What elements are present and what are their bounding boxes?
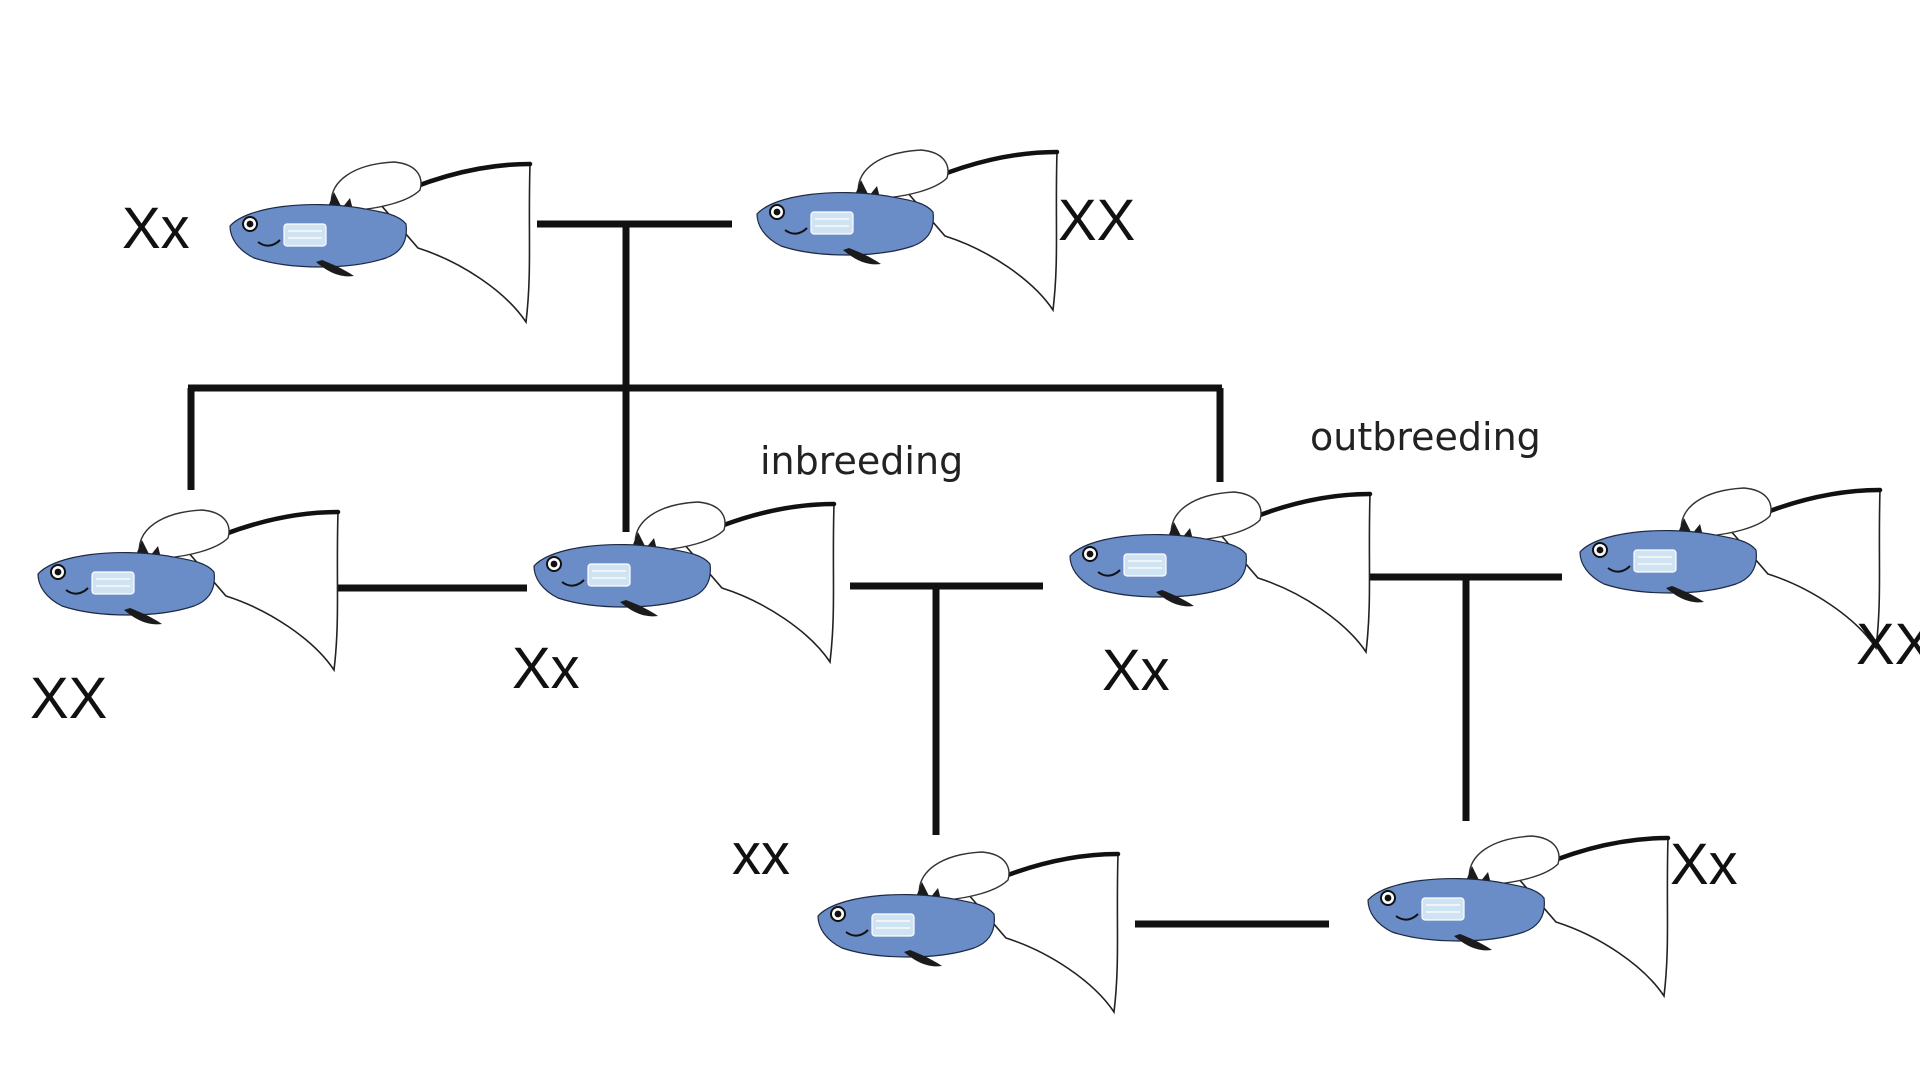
guppy-fish-icon <box>1070 492 1370 652</box>
guppy-fish-icon <box>230 162 530 322</box>
genotype-outbred-offspring: Xx <box>1670 832 1738 897</box>
guppy-fish-icon <box>818 852 1118 1012</box>
genotype-offspring-3: Xx <box>1102 638 1170 703</box>
guppy-fish-icon <box>1368 836 1668 996</box>
guppy-fish-icon <box>757 150 1057 310</box>
genotype-parent-a: Xx <box>122 196 190 261</box>
outbreeding-label: outbreeding <box>1310 415 1541 459</box>
genotype-offspring-1: XX <box>30 666 107 731</box>
genotype-parent-b: XX <box>1058 188 1135 253</box>
genotype-offspring-2: Xx <box>512 636 580 701</box>
pedigree-lines <box>187 220 1562 928</box>
inbreeding-label: inbreeding <box>760 439 963 483</box>
guppy-fish-icon <box>1580 488 1880 648</box>
genotype-inbred-offspring: xx <box>732 822 790 887</box>
genotype-outside-mate: XX <box>1856 612 1920 677</box>
guppy-fish-icon <box>38 510 338 670</box>
